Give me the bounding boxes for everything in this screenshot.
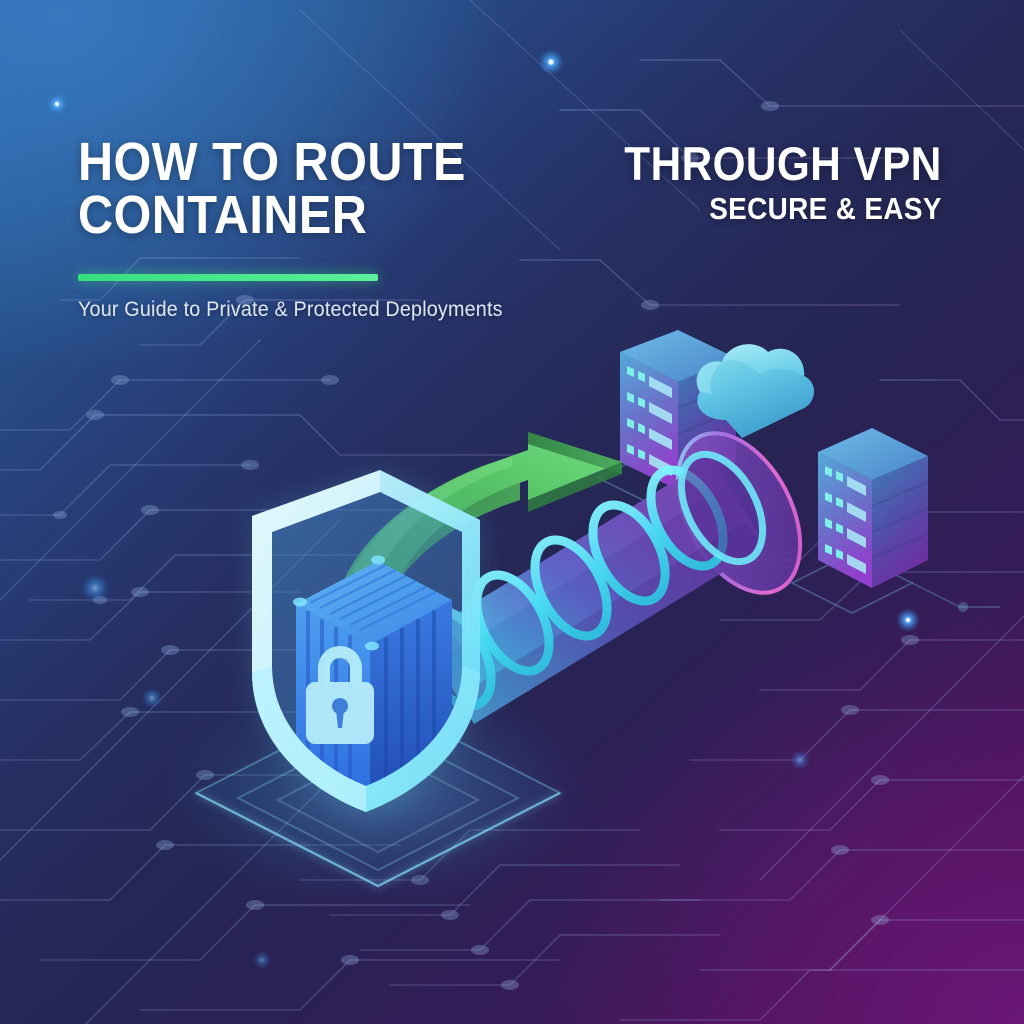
headline-right-line1: THROUGH VPN [624,137,942,190]
headline-left-line1: HOW TO ROUTE [78,132,466,192]
security-shield [252,470,480,812]
headline-left-line2: CONTAINER [78,184,368,245]
cloud-icon [696,344,815,438]
headline-right: THROUGH VPN SECURE & EASY [624,140,942,224]
particle-dots [46,49,920,969]
server-rack-right [818,428,929,588]
headline-left: HOW TO ROUTE CONTAINER [78,132,501,245]
accent-divider [78,274,378,281]
padlock-icon [306,646,374,744]
headline-right-line2: SECURE & EASY [709,191,942,226]
vpn-tunnel [401,431,803,724]
subtitle: Your Guide to Private & Protected Deploy… [78,298,503,321]
